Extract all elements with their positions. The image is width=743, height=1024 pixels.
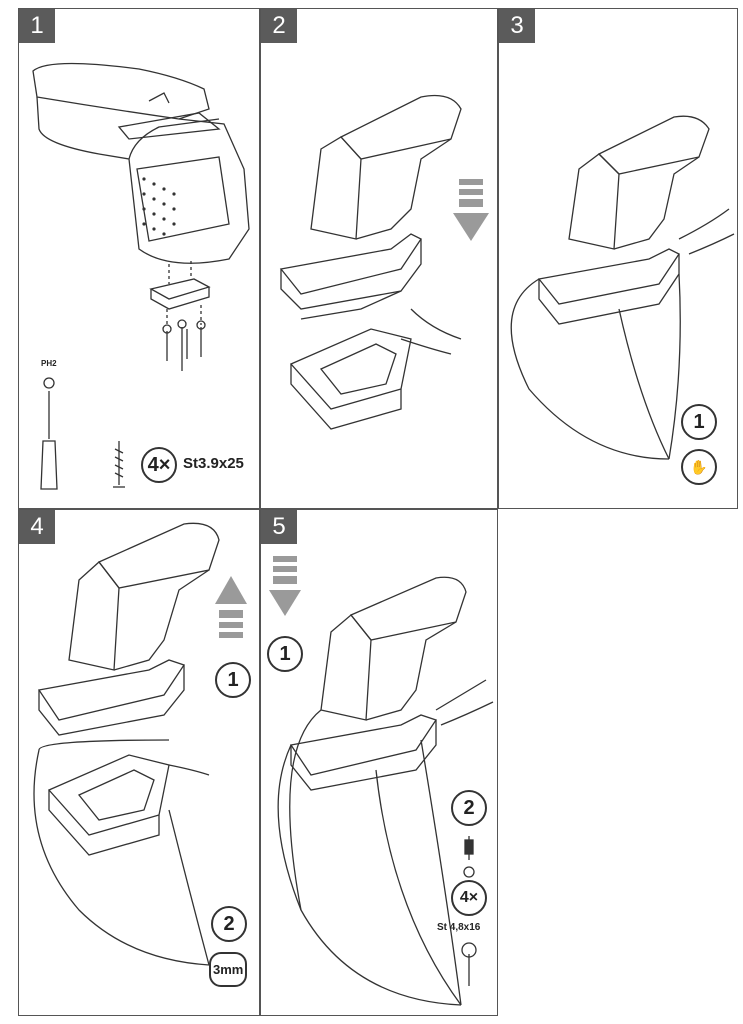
step-3-illustration [510,115,735,460]
step-5-number: 5 [261,510,297,544]
step-2-number: 2 [261,9,297,43]
hex-size-label: 3mm [209,952,248,987]
step-3-number: 3 [499,9,535,43]
step-1-illustration [32,62,250,490]
step-5-panel: 5 [260,509,498,1016]
step-5-substep-1: 1 [267,636,303,672]
step-1-panel: 1 [18,8,260,509]
driver-label: PH2 [41,359,57,368]
screw-spec: St3.9x25 [183,455,244,472]
step-2-illustration [279,94,489,430]
step-5-screw-count: 4× [451,880,487,916]
step-3-substep-1: 1 [681,404,717,440]
step-5-screw-spec: St 4,8x16 [437,922,481,933]
step-4-number: 4 [19,510,55,544]
step-5-illustration [269,556,494,1006]
step-4-panel: 4 1 [18,509,260,1016]
screw-count-badge: 4× [141,447,177,483]
step-4-illustration [33,522,247,966]
step-4-substep-2: 2 [211,906,247,942]
step-5-substep-2: 2 [451,790,487,826]
step-4-substep-1: 1 [215,662,251,698]
hand-icon: ✋ [681,449,717,485]
step-1-number: 1 [19,9,55,43]
step-2-panel: 2 [260,8,498,509]
step-3-panel: 3 1 ✋ [498,8,738,509]
